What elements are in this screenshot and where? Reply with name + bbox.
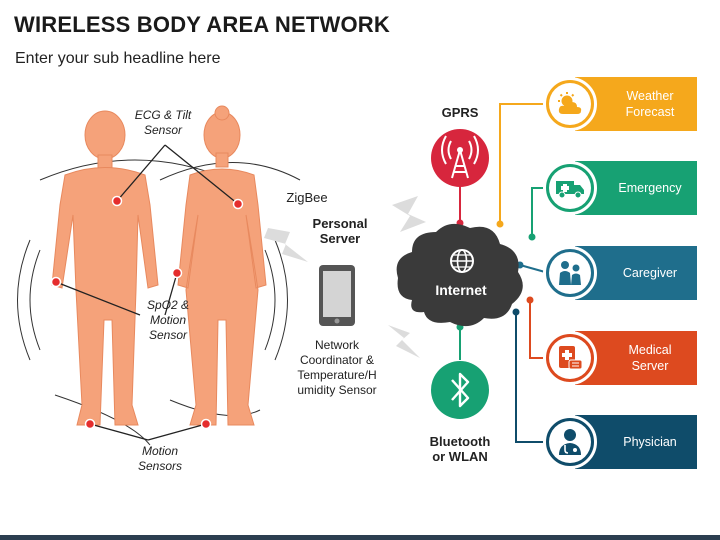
service-icon-circle	[543, 161, 597, 215]
physician-icon	[549, 421, 591, 463]
network-connection-lines	[459, 103, 546, 443]
zigbee-label: ZigBee	[286, 190, 328, 205]
sensor-dots	[50, 195, 244, 430]
service-label: Physician	[623, 435, 677, 449]
internet-cloud-icon	[396, 223, 523, 327]
female-body-figure	[177, 105, 267, 426]
gprs-label: GPRS	[441, 105, 479, 120]
wireless-bolt-icons	[264, 196, 426, 358]
medical-server-icon	[549, 337, 591, 379]
bottom-bar	[0, 535, 720, 540]
service-icon-circle	[543, 331, 597, 385]
service-box-physician: Physician	[575, 415, 697, 469]
gprs-tower-icon	[431, 129, 489, 187]
service-icon-circle	[543, 246, 597, 300]
ambulance-icon	[549, 167, 591, 209]
page-title: WIRELESS BODY AREA NETWORK	[14, 12, 390, 37]
service-label: Emergency	[618, 181, 682, 195]
service-label: Caregiver	[622, 266, 678, 280]
caregiver-icon	[549, 252, 591, 294]
bluetooth-icon	[431, 361, 489, 419]
service-icon-circle	[543, 415, 597, 469]
sensor-pointer-lines	[55, 144, 239, 441]
personal-server-phone-icon	[319, 265, 355, 326]
service-icon-circle	[543, 77, 597, 131]
male-body-figure	[51, 110, 159, 426]
internet-label: Internet	[435, 282, 487, 298]
weather-icon	[549, 83, 591, 125]
page-subtitle: Enter your sub headline here	[15, 50, 221, 67]
